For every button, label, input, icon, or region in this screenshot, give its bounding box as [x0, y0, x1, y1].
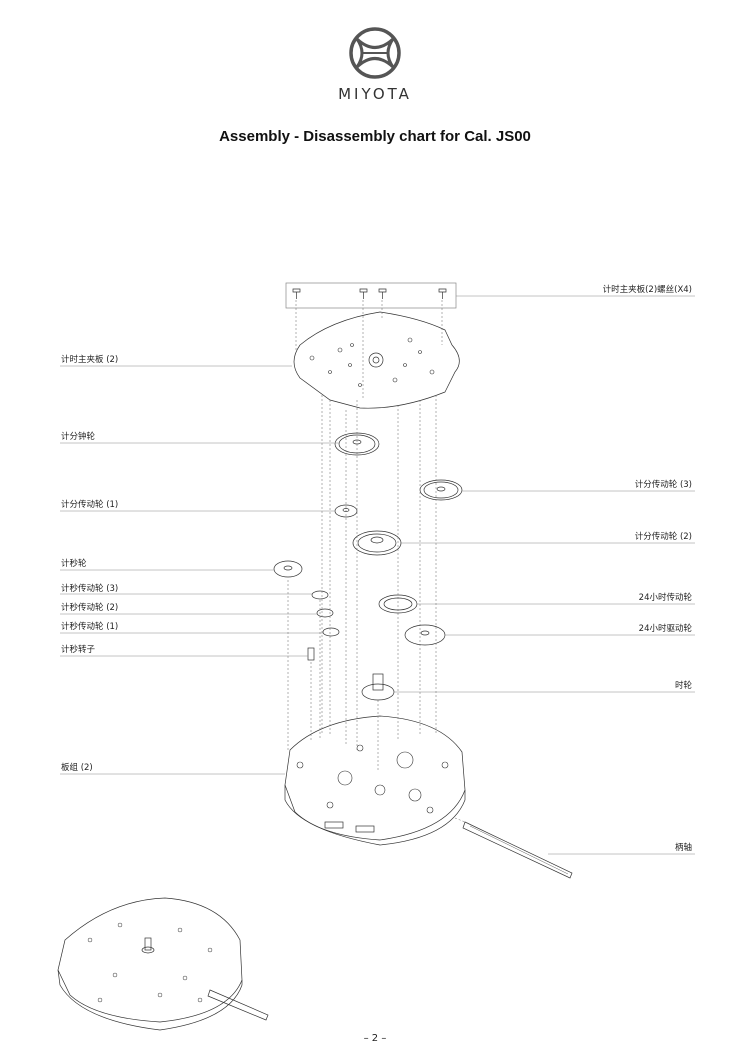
label-sec-rotor: 计秒转子	[61, 645, 96, 655]
sec-rotor	[307, 647, 315, 661]
label-second-wheel: 计秒轮	[61, 559, 87, 569]
label-minute-counter-wheel: 计分钟轮	[61, 432, 96, 442]
gear-24h-drive	[404, 624, 446, 646]
gear-sec-2	[316, 608, 334, 618]
label-minute-transmission-3: 计分传动轮 (3)	[634, 480, 692, 490]
label-sec-transmission-3: 计秒传动轮 (3)	[61, 584, 119, 594]
hour-wheel	[361, 673, 395, 701]
winding-stem	[462, 821, 573, 879]
label-24h-transmission: 24小时传动轮	[638, 593, 692, 603]
assembled-movement-thumbnail	[57, 897, 269, 1031]
page-number: – 2 –	[363, 1033, 387, 1044]
label-chrono-bridge: 计时主夹板 (2)	[61, 355, 119, 365]
brand-name: MIYOTA	[338, 85, 412, 103]
label-sec-transmission-1: 计秒传动轮 (1)	[61, 622, 119, 632]
gear-minute-3	[419, 479, 463, 501]
label-winding-stem: 柄轴	[674, 843, 692, 853]
label-24h-drive: 24小时驱动轮	[638, 624, 692, 634]
label-sec-transmission-2: 计秒传动轮 (2)	[61, 603, 119, 613]
miyota-logo	[349, 27, 401, 79]
gear-sec-1	[322, 627, 340, 637]
screw-icon	[292, 288, 447, 299]
main-plate	[284, 715, 466, 841]
gear-minute-2	[352, 530, 402, 556]
label-minute-transmission-1: 计分传动轮 (1)	[61, 500, 119, 510]
chrono-bridge-plate	[293, 311, 460, 409]
label-bridge-screws: 计时主夹板(2)螺丝(X4)	[602, 285, 692, 295]
gear-second	[273, 560, 303, 578]
label-hour-wheel: 时轮	[674, 681, 692, 691]
label-minute-transmission-2: 计分传动轮 (2)	[634, 532, 692, 542]
gear-sec-3	[311, 590, 329, 600]
page-title: Assembly - Disassembly chart for Cal. JS…	[219, 128, 531, 145]
label-main-plate: 板组 (2)	[61, 763, 93, 773]
